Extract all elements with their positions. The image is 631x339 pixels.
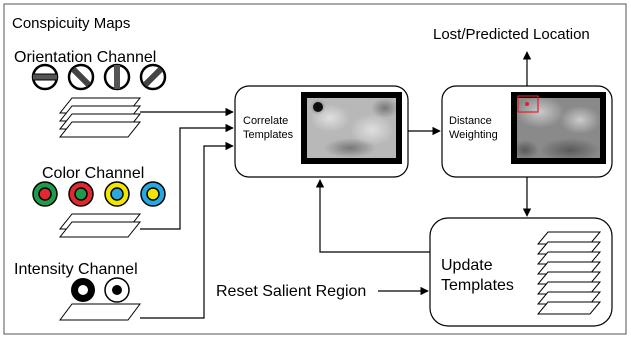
color-map-stack	[58, 213, 142, 238]
distance-weighting-box: Distance Weighting	[441, 85, 613, 178]
correlation-map-image	[301, 92, 402, 164]
light-ring-icon	[104, 277, 130, 303]
correlate-templates-label: Correlate Templates	[243, 115, 294, 141]
orientation-channel-label: Orientation Channel	[14, 49, 156, 66]
orientation-map-stack	[58, 97, 142, 138]
lost-predicted-location-label: Lost/Predicted Location	[433, 26, 590, 43]
horizontal-bar-icon	[31, 63, 59, 91]
diagonal-bar-icon	[67, 63, 95, 91]
dark-ring-icon	[71, 278, 95, 302]
intensity-map-stack	[59, 303, 141, 321]
conspicuity-maps-title: Conspicuity Maps	[12, 15, 130, 32]
channel-arrows	[140, 107, 234, 319]
orientation-icons	[31, 63, 167, 91]
weighted-map-image	[511, 92, 606, 164]
update-templates-box: Update Templates	[429, 217, 613, 327]
intensity-icons	[71, 277, 130, 303]
update-templates-label: Update Templates	[441, 257, 514, 294]
color-icons	[32, 181, 166, 207]
yellow-circle-icon	[104, 181, 130, 207]
intensity-channel-label: Intensity Channel	[14, 261, 138, 278]
update-to-correlate-arrow	[315, 179, 430, 253]
color-channel-label: Color Channel	[42, 165, 144, 182]
anti-diagonal-bar-icon	[139, 63, 167, 91]
vertical-bar-icon	[103, 63, 131, 91]
color-arrow	[140, 123, 234, 230]
reset-salient-region-label: Reset Salient Region	[216, 283, 366, 300]
outer-frame	[3, 3, 627, 335]
correlate-templates-box: Correlate Templates	[234, 85, 409, 178]
cyan-circle-icon	[140, 181, 166, 207]
template-stack	[536, 231, 602, 315]
distance-weighting-label: Distance Weighting	[449, 115, 498, 141]
intensity-arrow	[140, 141, 234, 319]
red-circle-icon	[68, 181, 94, 207]
green-circle-icon	[32, 181, 58, 207]
predicted-location-marker	[517, 95, 539, 113]
